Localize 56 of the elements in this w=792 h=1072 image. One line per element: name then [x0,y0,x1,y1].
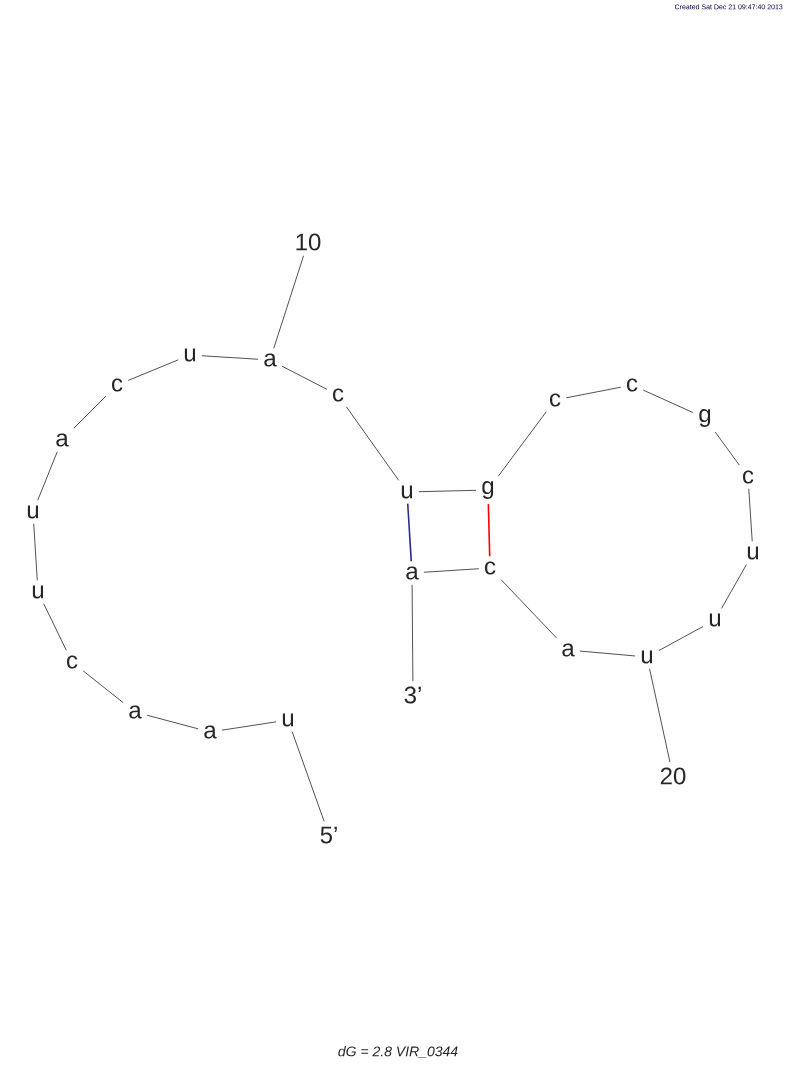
leader-line [649,668,671,763]
backbone-line [345,406,400,481]
leader-line [411,584,414,682]
backbone-line [37,451,58,501]
backbone-line [73,395,107,429]
nucleotide-letter: a [129,705,142,719]
nucleotide-letter: u [282,713,294,727]
backbone-line [658,626,704,651]
nucleotide-letter: a [204,725,217,739]
backbone-line [423,568,480,573]
base-pair-line [406,502,413,563]
nucleotide-letter: c [112,378,123,392]
backbone-line [748,488,753,542]
base-pair-line [487,503,491,558]
nucleotide-letter: a [406,566,419,580]
caption: dG = 2.8 VIR_0344 [338,1046,458,1058]
nucleotide-letter: a [562,643,575,657]
nucleotide-letter: g [699,409,711,427]
backbone-line [418,489,477,493]
leader-line [273,255,304,349]
backbone-line [33,523,38,581]
position-label: 20 [660,767,686,785]
nucleotide-letter: c [333,388,344,402]
nucleotide-letter: u [401,485,413,499]
backbone-line [579,650,636,657]
position-label: 3’ [404,686,421,704]
nucleotide-letter: u [27,505,39,519]
backbone-line [201,355,259,360]
backbone-line [642,389,694,414]
backbone-line [714,431,740,466]
nucleotide-letter: a [56,433,69,447]
nucleotide-letter: u [747,546,759,560]
backbone-line [498,411,547,477]
nucleotide-letter: u [32,585,44,599]
backbone-line [127,359,179,381]
nucleotide-letter: c [743,470,754,484]
nucleotide-letter: g [482,481,494,499]
position-label: 5’ [320,826,337,844]
nucleotide-letter: u [709,613,721,627]
nucleotide-letter: c [627,378,638,392]
backbone-line [146,714,199,730]
backbone-line [82,670,124,703]
nucleotide-letter: a [264,353,277,367]
nucleotide-letter: c [67,655,78,669]
backbone-line [721,564,747,609]
nucleotide-letter: u [641,650,653,664]
leader-line [291,731,325,822]
backbone-line [500,579,558,639]
nucleotide-letter: u [184,348,196,362]
backbone-line [221,721,277,731]
nucleotide-letter: c [485,561,496,575]
position-label: 10 [296,233,321,251]
backbone-line [281,365,328,390]
nucleotide-letter: c [550,393,561,407]
backbone-line [565,386,622,399]
backbone-line [43,603,67,651]
